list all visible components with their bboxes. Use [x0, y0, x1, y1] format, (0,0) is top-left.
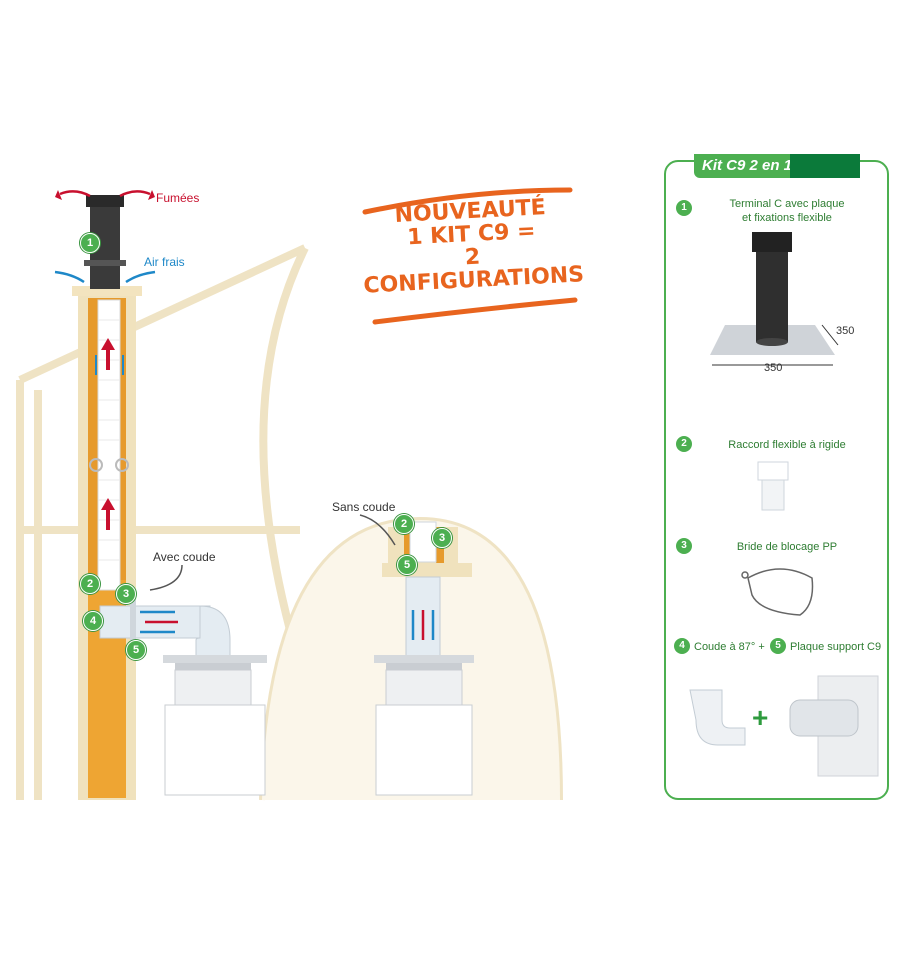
kit-title-text: Kit C9 2 en 1 [702, 157, 793, 174]
boiler-right [374, 655, 474, 796]
house-outline [16, 244, 309, 800]
badge-5b: 5 [397, 555, 417, 575]
bride-illustration [741, 568, 814, 616]
kit-item-5-label: Plaque support C9 [790, 641, 882, 653]
kit-badge-2: 2 [676, 436, 692, 452]
badge-3b: 3 [432, 528, 452, 548]
flexible-pipe [97, 299, 121, 591]
kit-item-1-line-2: et fixations flexible [742, 212, 832, 224]
kit-item-4-label: Coude à 87° + [694, 641, 765, 653]
spacer-clip [89, 458, 129, 472]
badge-1: 1 [80, 233, 100, 253]
kit-item-1-line-1: Terminal C avec plaque [729, 198, 845, 210]
kit-badge-1: 1 [676, 200, 692, 216]
callout-avec-coude [149, 564, 183, 591]
plaque-illustration [789, 675, 879, 777]
promo-headline: NOUVEAUTÉ 1 KIT C9 = 2 CONFIGURATIONS [350, 194, 595, 299]
badge-4: 4 [83, 611, 103, 631]
kit-item-2-label: Raccord flexible à rigide [728, 439, 846, 451]
plus-sign: + [752, 702, 769, 733]
kit-title: Kit C9 2 en 1 [694, 154, 861, 178]
kit-badge-3: 3 [676, 538, 692, 554]
dim-depth-value: 350 [836, 325, 855, 337]
elbow-arrows [140, 610, 178, 634]
raccord-illustration [757, 461, 789, 511]
label-avec-coude: Avec coude [153, 550, 216, 564]
label-sans-coude: Sans coude [332, 500, 396, 514]
air-arrows [54, 270, 156, 284]
label-air-frais: Air frais [144, 255, 185, 269]
kit-item-1-label: Terminal C avec plaque et fixations flex… [702, 197, 872, 225]
badge-2: 2 [80, 574, 100, 594]
badge-3: 3 [116, 584, 136, 604]
callout-sans-coude [359, 514, 396, 546]
kit-title-mask [790, 154, 861, 178]
smoke-arrows [59, 190, 151, 198]
badge-5: 5 [126, 640, 146, 660]
promo-stroke-top [362, 187, 573, 215]
straight-arrows [411, 610, 435, 640]
dim-width-value: 350 [764, 362, 783, 374]
kit-item-3-label: Bride de blocage PP [736, 541, 838, 553]
kit-badge-4: 4 [674, 638, 690, 654]
kit-panel: Kit C9 2 en 1 1 Terminal C avec plaque e… [664, 154, 889, 800]
kit-badge-5: 5 [770, 638, 786, 654]
dim-line-depth [821, 324, 839, 346]
flow-arrows-blue [95, 355, 124, 375]
terminal-illustration [710, 232, 835, 355]
label-fumees: Fumées [156, 191, 200, 205]
promo-stroke-bottom [372, 297, 578, 325]
badge-2b: 2 [394, 514, 414, 534]
flow-arrows-red [101, 338, 115, 530]
boiler-left [163, 655, 267, 796]
coude-illustration [689, 689, 746, 746]
